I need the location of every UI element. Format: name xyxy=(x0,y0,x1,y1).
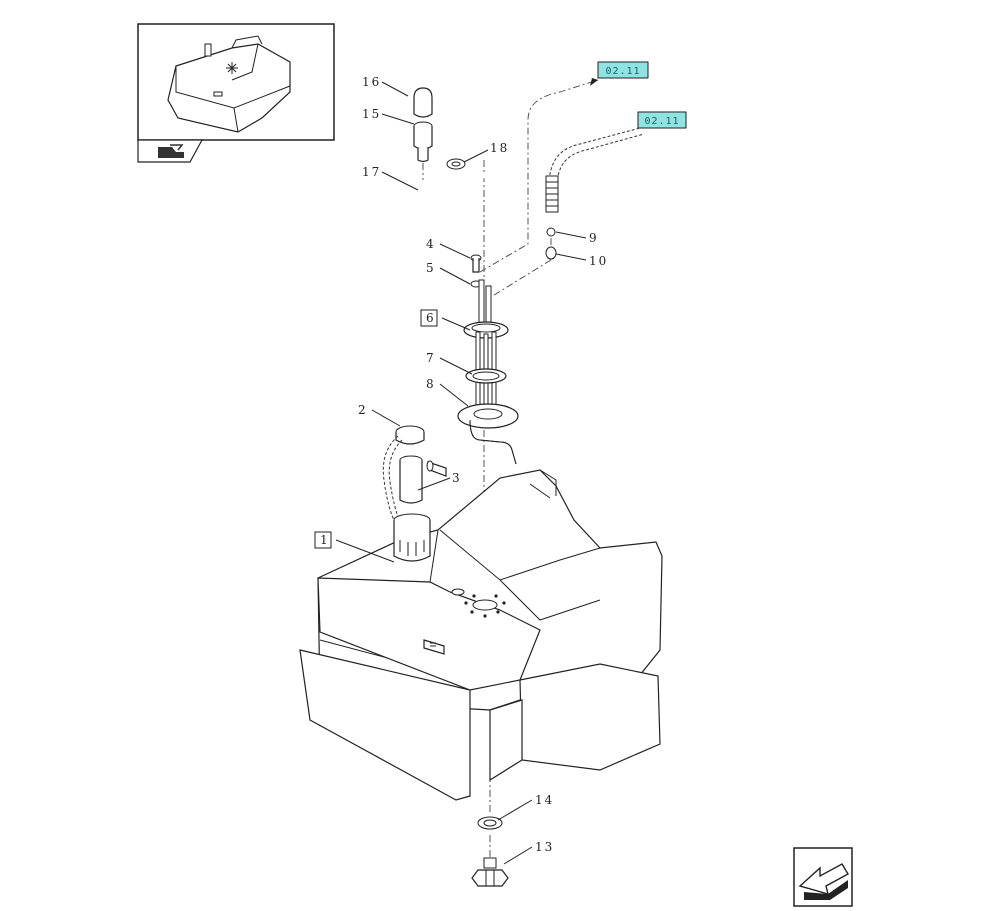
callout-15: 15 xyxy=(362,107,381,121)
part-7-gasket xyxy=(465,368,507,384)
callout-4: 4 xyxy=(426,237,436,251)
part-10-fitting xyxy=(545,246,557,260)
callout-17: 17 xyxy=(362,165,381,179)
part-14-washer xyxy=(477,816,503,830)
tank-thumbnail-icon xyxy=(167,35,291,133)
reference-leader-top xyxy=(479,78,599,273)
callout-13: 13 xyxy=(535,840,554,854)
callout-3: 3 xyxy=(452,471,462,485)
callout-2: 2 xyxy=(358,403,368,417)
callout-18: 18 xyxy=(490,141,509,155)
reference-tag-top-text: 02.11 xyxy=(605,66,640,77)
callout-1-box[interactable]: 1 xyxy=(314,531,332,549)
callouts: 16 15 17 18 4 5 6 7 8 2 3 1 9 10 14 13 xyxy=(314,75,608,854)
part-2-filler-cap xyxy=(382,425,425,525)
callout-8: 8 xyxy=(426,377,436,391)
return-hose xyxy=(545,127,645,213)
callout-16: 16 xyxy=(362,75,381,89)
thumbnail-flag xyxy=(137,139,204,163)
callout-5: 5 xyxy=(426,261,436,275)
tractor-location-icon xyxy=(158,144,184,158)
previous-page-button[interactable] xyxy=(793,847,853,907)
callout-7: 7 xyxy=(426,351,436,365)
callout-9: 9 xyxy=(589,231,599,245)
callout-6-box[interactable]: 6 xyxy=(420,309,438,327)
reference-tag-hose[interactable]: 02.11 xyxy=(637,111,687,129)
part-18-washer xyxy=(446,158,466,170)
callout-14: 14 xyxy=(535,793,554,807)
callout-6: 6 xyxy=(426,311,434,325)
callout-1: 1 xyxy=(320,533,328,547)
reference-tag-hose-text: 02.11 xyxy=(644,116,679,127)
bolt-pattern xyxy=(464,594,506,618)
previous-page-arrow-icon xyxy=(798,863,849,900)
part-6-sender-flange xyxy=(463,279,509,423)
tank-label-plate xyxy=(423,639,445,655)
part-15-sensor xyxy=(413,121,433,163)
part-17-tube xyxy=(418,172,498,212)
part-13-drain-plug xyxy=(471,857,509,887)
filler-strainer xyxy=(399,455,423,504)
part-3-elbow xyxy=(426,460,447,477)
leader-lines xyxy=(335,81,587,865)
part-4-screw xyxy=(470,254,482,273)
reference-tag-top[interactable]: 02.11 xyxy=(597,61,649,79)
part-8-lower-flange xyxy=(457,403,519,465)
part-1-fuel-tank xyxy=(299,469,663,801)
callout-10: 10 xyxy=(589,254,608,268)
part-9-fitting xyxy=(546,227,556,237)
part-16-cap xyxy=(413,87,433,118)
thumbnail-panel[interactable] xyxy=(137,23,335,141)
